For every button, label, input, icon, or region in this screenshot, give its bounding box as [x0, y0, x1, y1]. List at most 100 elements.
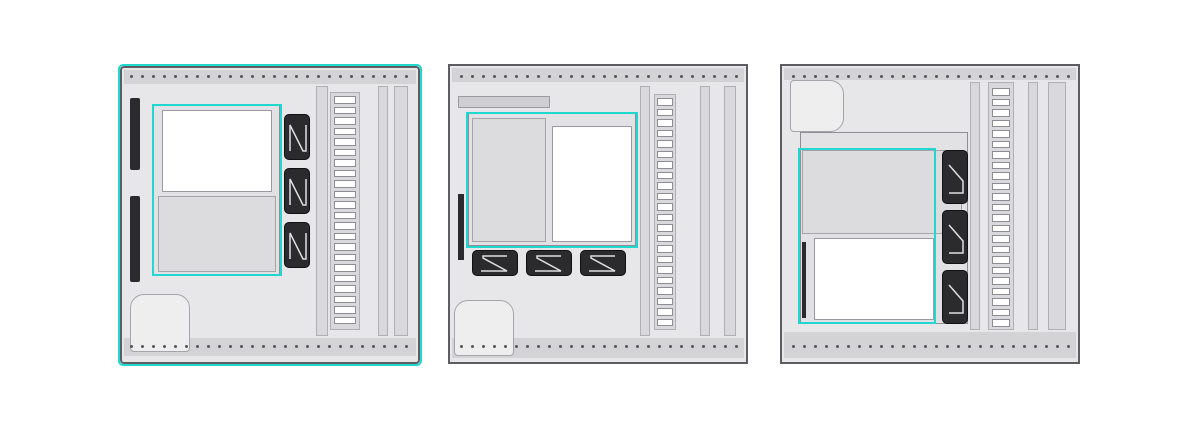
- mount-hole: [702, 345, 705, 348]
- slot: [334, 211, 356, 219]
- fan-icon: [948, 284, 964, 314]
- slot: [657, 213, 673, 221]
- mount-hole: [284, 345, 287, 348]
- mount-hole: [647, 75, 650, 78]
- vertical-rail-3: [700, 86, 710, 336]
- slot: [657, 266, 673, 274]
- vertical-rail-1: [640, 86, 650, 336]
- mount-hole: [372, 345, 375, 348]
- mount-hole: [559, 75, 562, 78]
- mount-hole: [1001, 75, 1004, 78]
- mount-hole: [1056, 345, 1059, 348]
- mount-hole: [317, 75, 320, 78]
- mount-hole: [328, 75, 331, 78]
- slot: [657, 297, 673, 305]
- slot: [992, 130, 1010, 138]
- fan-icon: [535, 255, 562, 272]
- mount-hole: [680, 345, 683, 348]
- mount-hole: [229, 75, 232, 78]
- mount-hole: [891, 345, 894, 348]
- fan-1: [284, 114, 310, 160]
- slot: [334, 159, 356, 167]
- slot: [992, 119, 1010, 127]
- mount-hole: [174, 345, 177, 348]
- mount-hole: [218, 345, 221, 348]
- mount-hole: [196, 75, 199, 78]
- mount-hole: [825, 345, 828, 348]
- mount-hole: [803, 345, 806, 348]
- mount-hole: [163, 345, 166, 348]
- mount-hole: [141, 75, 144, 78]
- vertical-rail-1: [970, 82, 980, 330]
- mount-hole: [713, 75, 716, 78]
- mount-hole: [902, 345, 905, 348]
- mount-hole: [405, 75, 408, 78]
- mount-hole: [814, 75, 817, 78]
- slot: [992, 224, 1010, 232]
- mount-hole: [636, 345, 639, 348]
- mount-hole: [1067, 75, 1070, 78]
- slot: [992, 298, 1010, 306]
- slot: [992, 182, 1010, 190]
- slot: [992, 319, 1010, 327]
- slot: [334, 264, 356, 272]
- fan-3: [580, 250, 626, 276]
- slot: [657, 203, 673, 211]
- mount-hole: [691, 75, 694, 78]
- slot: [334, 232, 356, 240]
- mount-hole: [207, 75, 210, 78]
- mount-hole: [924, 75, 927, 78]
- mount-hole: [1012, 75, 1015, 78]
- mount-hole: [350, 345, 353, 348]
- mount-hole: [968, 75, 971, 78]
- mount-hole: [339, 75, 342, 78]
- corner-bracket: [130, 294, 190, 352]
- mount-hole: [880, 75, 883, 78]
- side-strip-lower: [130, 196, 140, 282]
- slot: [992, 161, 1010, 169]
- slot: [992, 172, 1010, 180]
- mount-hole: [858, 75, 861, 78]
- slot: [657, 318, 673, 326]
- mount-hole: [570, 345, 573, 348]
- slot: [657, 171, 673, 179]
- mount-hole: [957, 345, 960, 348]
- mount-hole: [858, 345, 861, 348]
- mount-hole: [537, 75, 540, 78]
- mount-hole: [328, 345, 331, 348]
- mount-hole: [946, 75, 949, 78]
- slot: [657, 129, 673, 137]
- mount-hole: [1045, 75, 1048, 78]
- mount-hole: [504, 75, 507, 78]
- mount-hole: [372, 75, 375, 78]
- mount-hole: [847, 75, 850, 78]
- mount-hole: [968, 345, 971, 348]
- mount-hole: [207, 345, 210, 348]
- fan-3: [284, 222, 310, 268]
- mount-hole: [825, 75, 828, 78]
- mount-hole: [913, 345, 916, 348]
- slot: [992, 140, 1010, 148]
- mount-hole: [1023, 345, 1026, 348]
- mount-hole: [361, 75, 364, 78]
- slot: [334, 253, 356, 261]
- vertical-rail-4: [1048, 82, 1066, 330]
- slot: [657, 234, 673, 242]
- vertical-rail-1: [316, 86, 328, 336]
- mount-hole: [295, 345, 298, 348]
- fan-1: [942, 150, 968, 204]
- mount-hole: [735, 345, 738, 348]
- mount-hole: [735, 75, 738, 78]
- slot: [334, 222, 356, 230]
- mount-hole: [603, 345, 606, 348]
- slot: [334, 274, 356, 282]
- mount-hole: [471, 345, 474, 348]
- bottom-rail: [452, 338, 744, 358]
- mount-hole: [130, 75, 133, 78]
- mount-hole: [625, 345, 628, 348]
- mount-hole: [691, 345, 694, 348]
- bottom-rail: [784, 332, 1076, 358]
- mount-hole: [814, 345, 817, 348]
- mount-hole: [339, 345, 342, 348]
- mount-hole: [702, 75, 705, 78]
